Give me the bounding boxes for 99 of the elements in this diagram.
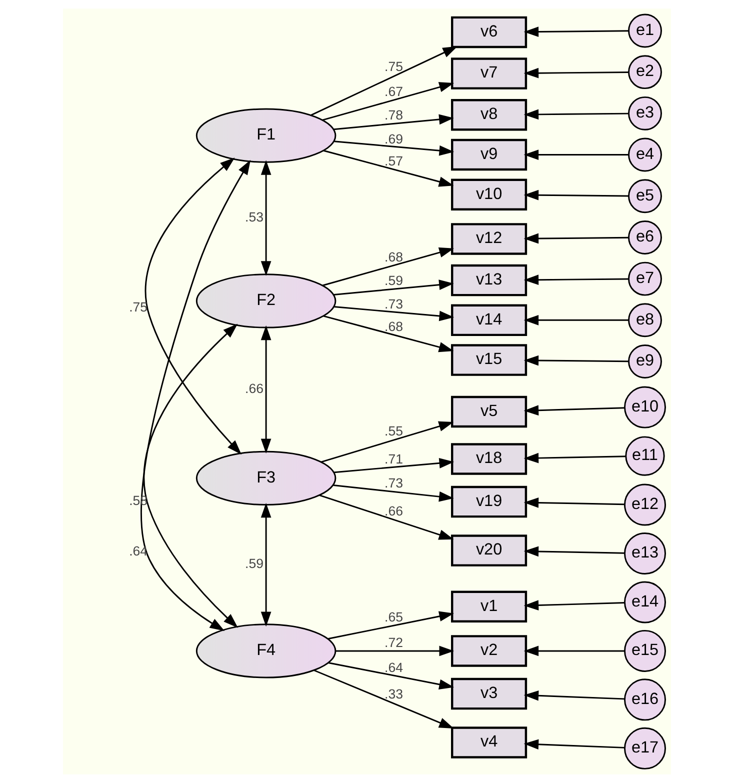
- node-circle: e17: [624, 727, 666, 770]
- arrow: [524, 405, 625, 416]
- node-circle: e9: [628, 344, 662, 378]
- edge-label: .69: [384, 131, 404, 146]
- arrow: [524, 646, 625, 656]
- edge-label: .75: [384, 58, 404, 74]
- node-ellipse: F1: [196, 108, 336, 163]
- node-box: v15: [451, 344, 528, 376]
- node-circle: e15: [624, 630, 666, 672]
- arrow: [322, 82, 454, 121]
- arrow: [524, 600, 625, 610]
- arrow: [524, 315, 629, 326]
- edge-label: .66: [245, 380, 264, 396]
- arrow: [260, 502, 272, 627]
- node-box: v9: [451, 138, 528, 171]
- node-circle: e12: [624, 484, 666, 526]
- node-box: v3: [451, 678, 528, 710]
- node-circle: e7: [628, 262, 662, 296]
- edge-label: .72: [384, 634, 404, 650]
- node-circle: e16: [624, 678, 666, 721]
- edge-label: .71: [384, 452, 404, 467]
- edge-label: .65: [384, 610, 404, 625]
- node-circle: e14: [624, 581, 666, 624]
- arrow: [524, 546, 625, 557]
- arrow: [144, 158, 242, 455]
- arrow: [323, 150, 454, 187]
- arrow: [524, 233, 629, 244]
- node-box: v10: [451, 178, 528, 211]
- node-ellipse: F3: [196, 450, 336, 506]
- edge-label: .75: [129, 300, 148, 315]
- arrow: [328, 662, 454, 690]
- edge-label: .55: [384, 424, 404, 439]
- arrow: [524, 190, 629, 200]
- arrow: [336, 646, 454, 656]
- node-box: v13: [451, 264, 528, 296]
- node-circle: e8: [628, 303, 662, 338]
- node-box: v1: [451, 590, 528, 623]
- edge-label: .73: [384, 296, 404, 312]
- edge-label: .68: [384, 318, 404, 334]
- arrow: [524, 68, 629, 78]
- arrow: [524, 109, 629, 120]
- arrow: [524, 452, 626, 464]
- arrow: [334, 140, 454, 156]
- node-circle: e4: [628, 138, 662, 172]
- node-circle: e2: [628, 55, 662, 90]
- node-box: v6: [451, 16, 528, 48]
- edge-label: .66: [384, 503, 404, 518]
- arrow: [310, 46, 458, 116]
- node-circle: e13: [624, 532, 666, 574]
- node-box: v7: [451, 58, 528, 90]
- node-box: v20: [451, 534, 528, 566]
- arrow: [143, 324, 238, 628]
- node-circle: e3: [628, 96, 662, 130]
- edge-label: .68: [384, 249, 404, 264]
- node-box: v18: [451, 443, 528, 475]
- arrow: [328, 611, 454, 640]
- edge-label: .73: [384, 475, 404, 490]
- edge-label: .67: [384, 84, 404, 99]
- node-box: v5: [451, 396, 528, 428]
- edge-label: .57: [384, 153, 404, 168]
- arrow: [260, 325, 272, 454]
- node-ellipse: F4: [196, 624, 336, 678]
- node-circle: e10: [624, 386, 666, 428]
- node-circle: e6: [628, 220, 662, 254]
- arrow: [319, 494, 454, 540]
- arrow: [333, 114, 454, 130]
- arrow: [260, 160, 272, 276]
- node-box: v12: [451, 223, 528, 255]
- node-circle: e5: [628, 179, 662, 214]
- arrow: [524, 690, 625, 701]
- node-box: v2: [451, 635, 528, 667]
- edge-label: .78: [384, 108, 404, 123]
- arrow: [524, 498, 625, 508]
- arrow: [333, 484, 454, 502]
- node-box: v14: [451, 304, 528, 336]
- arrow: [333, 280, 454, 296]
- edge-label: .59: [245, 556, 264, 571]
- node-box: v19: [451, 486, 528, 518]
- arrow: [140, 160, 251, 632]
- arrow: [524, 355, 629, 366]
- arrow: [524, 739, 625, 750]
- edge-label: .59: [384, 273, 404, 288]
- node-ellipse: F2: [196, 274, 336, 328]
- arrow: [321, 421, 454, 463]
- node-circle: e11: [625, 436, 665, 476]
- edge-label: .64: [384, 660, 404, 675]
- arrow: [322, 247, 454, 286]
- arrow: [524, 150, 629, 160]
- node-circle: e1: [628, 14, 662, 48]
- arrow: [314, 670, 454, 728]
- node-box: v8: [451, 99, 528, 131]
- node-box: v4: [451, 726, 528, 758]
- arrow: [323, 315, 454, 352]
- arrow: [524, 274, 629, 285]
- arrow: [334, 458, 454, 474]
- arrow: [334, 306, 454, 322]
- arrow: [524, 26, 629, 37]
- edge-label: .33: [384, 686, 404, 702]
- edge-label: .53: [245, 210, 264, 225]
